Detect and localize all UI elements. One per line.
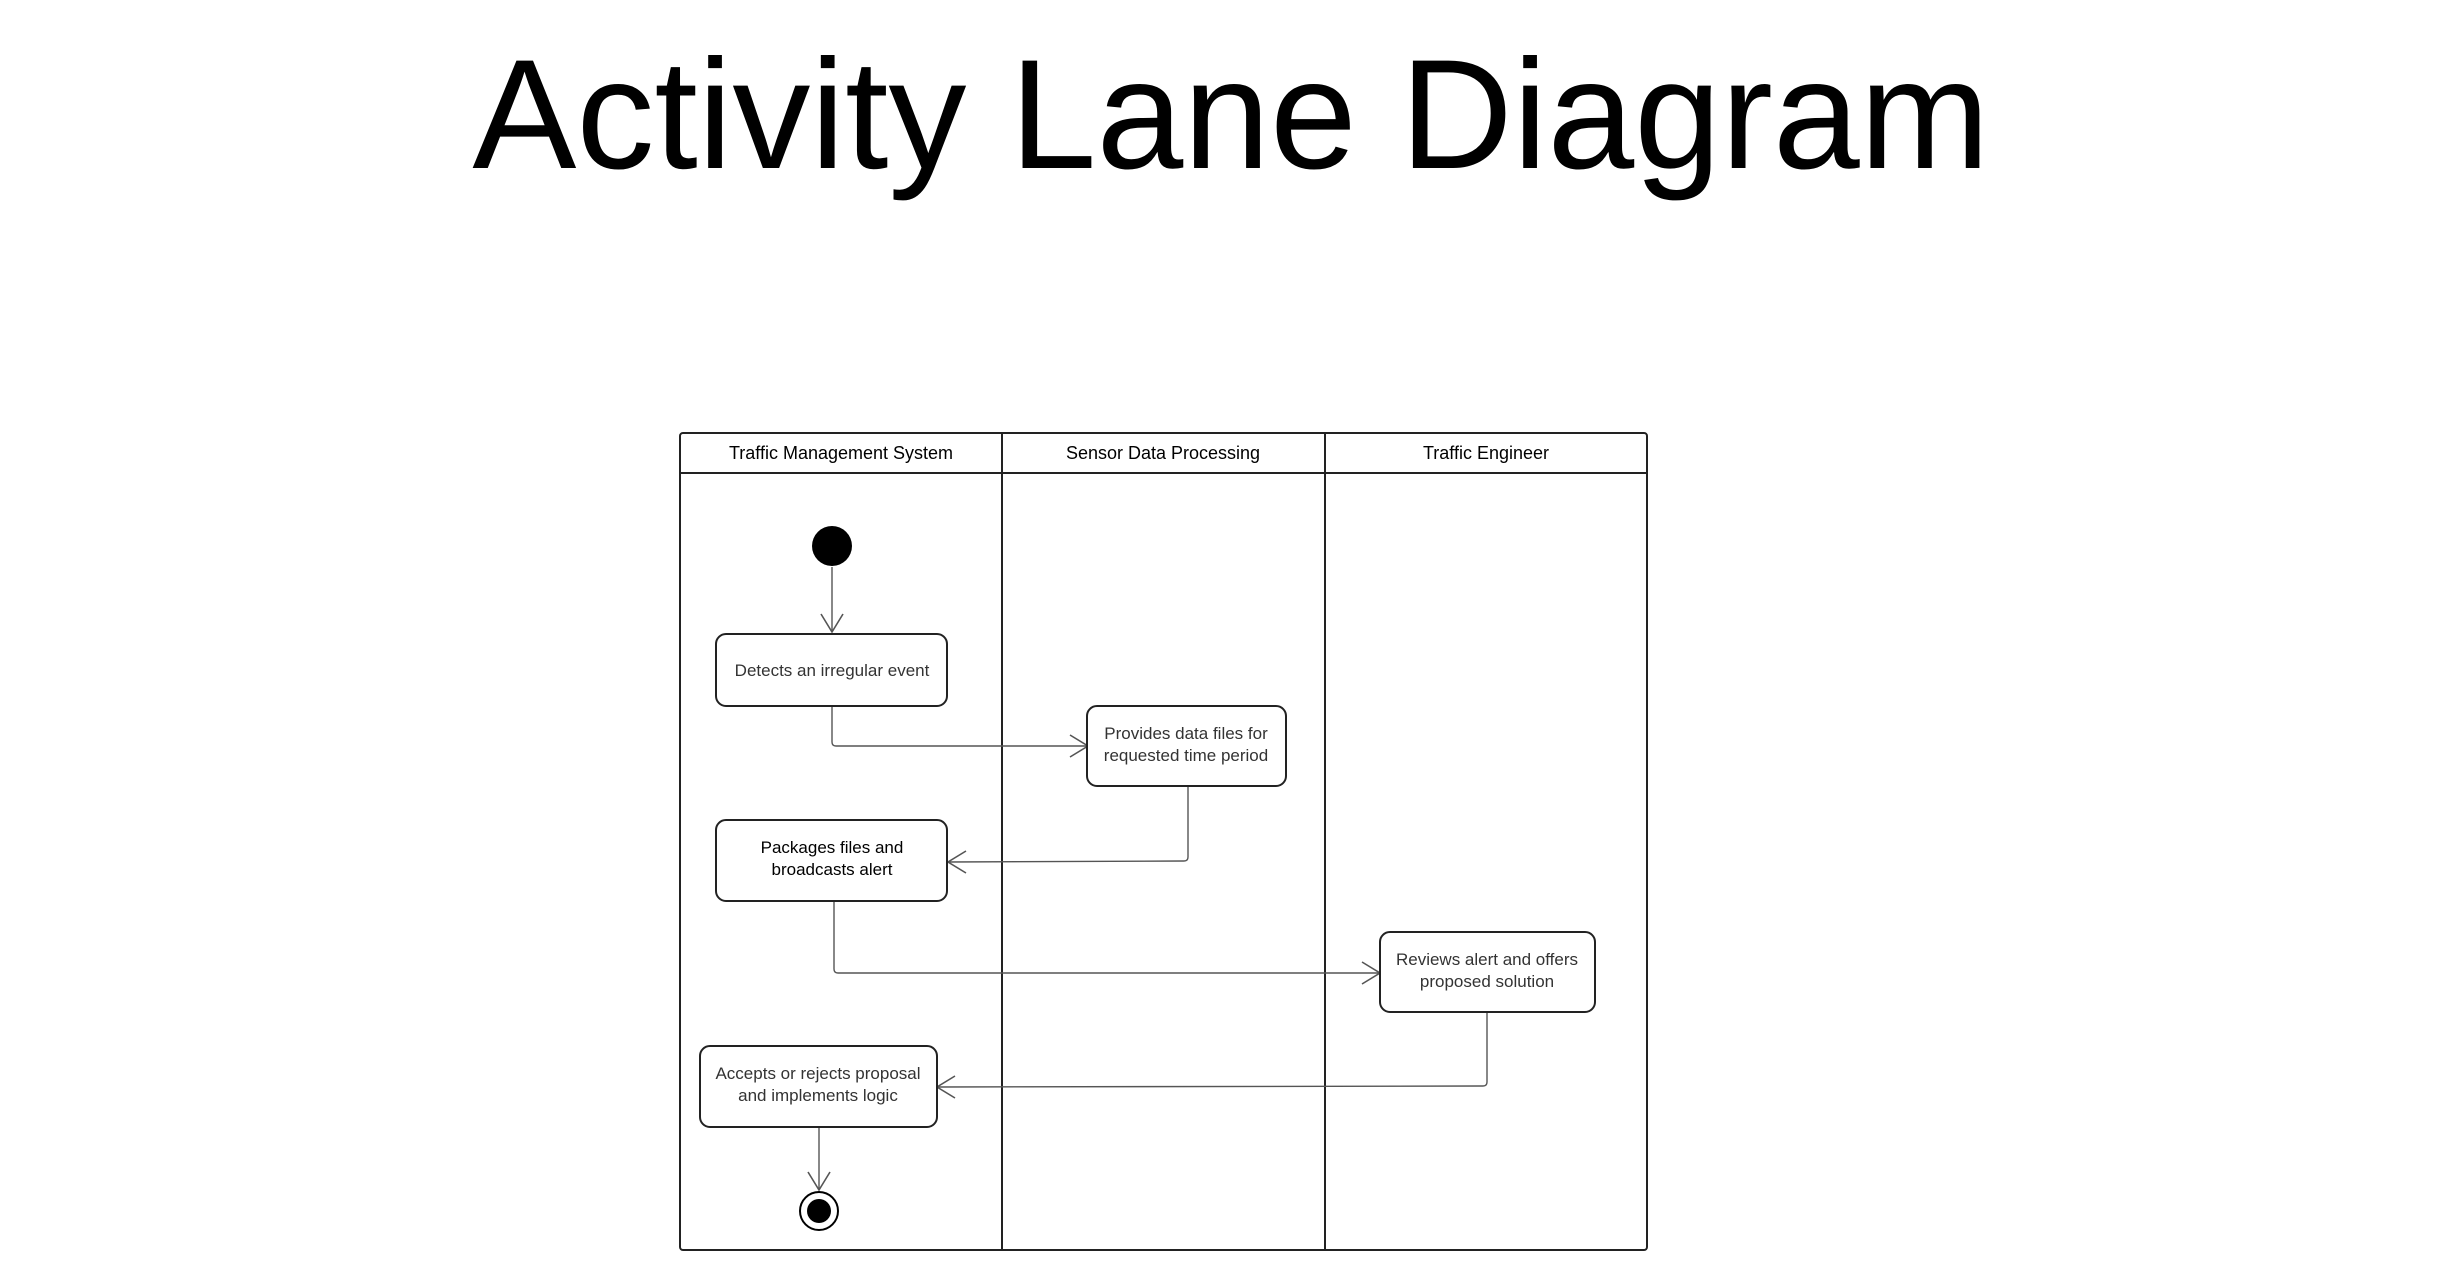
lane-header-traffic-management-system: Traffic Management System [729, 443, 953, 463]
control-flows [807, 567, 1488, 1192]
page-title: Activity Lane Diagram [472, 28, 1990, 202]
action-label-line: Detects an irregular event [735, 661, 930, 680]
swimlane-frame [679, 432, 1648, 1251]
arrowhead-detect [820, 613, 844, 634]
action-provides-data-files: Provides data files for requested time p… [1086, 705, 1287, 787]
action-box [715, 633, 948, 707]
action-label-line: and implements logic [738, 1086, 898, 1105]
action-detects-irregular-event: Detects an irregular event [715, 633, 948, 707]
action-label-line: Reviews alert and offers [1396, 950, 1578, 969]
flow-package-to-review [833, 901, 1380, 974]
action-accepts-or-rejects: Accepts or rejects proposal and implemen… [699, 1045, 938, 1128]
action-reviews-alert: Reviews alert and offers proposed soluti… [1379, 931, 1596, 1013]
arrowhead-end [807, 1171, 831, 1192]
action-label-line: Packages files and [761, 838, 904, 857]
flow-review-to-accept [936, 1012, 1488, 1088]
action-label-line: Accepts or rejects proposal [715, 1064, 920, 1083]
lane-header-traffic-engineer: Traffic Engineer [1423, 443, 1549, 463]
lane-container-border [679, 432, 1648, 1251]
final-node-dot [807, 1199, 831, 1223]
action-box [715, 819, 948, 902]
lane-header-sensor-data-processing: Sensor Data Processing [1066, 443, 1260, 463]
flow-detect-to-provide [831, 706, 1088, 747]
final-node [799, 1191, 839, 1231]
initial-node [812, 526, 852, 566]
action-label-line: Provides data files for [1104, 724, 1268, 743]
action-box [1379, 931, 1596, 1013]
action-label-line: broadcasts alert [772, 860, 893, 879]
flow-provide-to-package [947, 786, 1189, 863]
action-packages-files: Packages files and broadcasts alert [715, 819, 948, 902]
action-label-line: requested time period [1104, 746, 1268, 765]
action-label-line: proposed solution [1420, 972, 1554, 991]
action-box [1086, 705, 1287, 787]
action-box [699, 1045, 938, 1128]
